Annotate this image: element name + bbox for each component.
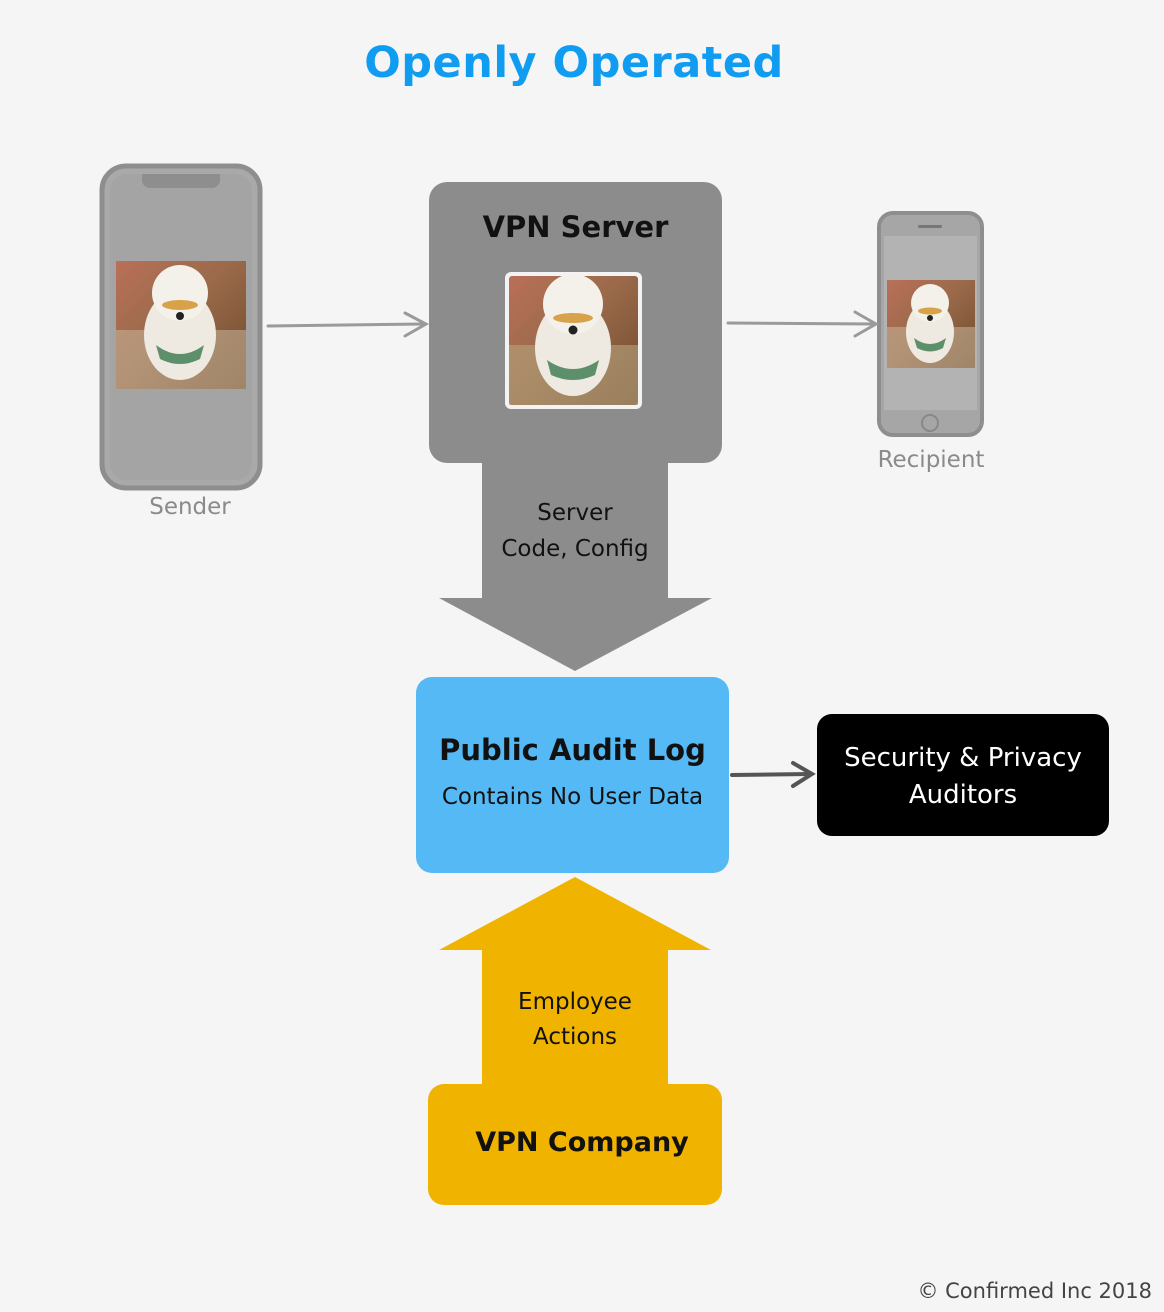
- audit-log-subtitle: Contains No User Data: [441, 784, 704, 810]
- employee-up-arrow: [439, 877, 711, 1090]
- arrow-server-to-recipient: [726, 310, 880, 338]
- auditors-line1: Security & Privacy: [844, 743, 1082, 773]
- sender-label: Sender: [149, 494, 231, 520]
- diagram-title: Openly Operated: [364, 38, 784, 88]
- server-arrow-line1: Server: [537, 500, 613, 526]
- sender-dog-photo: [116, 261, 246, 389]
- employee-arrow-label: Employee Actions: [482, 985, 668, 1055]
- arrow-sender-to-server: [266, 311, 430, 338]
- sender-phone-icon: [99, 163, 263, 491]
- audit-log-box: [416, 677, 729, 873]
- vpn-company-label: VPN Company: [475, 1127, 689, 1158]
- recipient-dog-photo: [887, 280, 975, 368]
- employee-arrow-line2: Actions: [532, 1024, 617, 1050]
- server-down-arrow: [439, 462, 712, 671]
- arrow-audit-to-auditors: [730, 761, 816, 788]
- server-arrow-label: Server Code, Config: [482, 495, 668, 567]
- vpn-server-label: VPN Server: [482, 210, 669, 244]
- employee-arrow-line1: Employee: [518, 989, 632, 1015]
- recipient-label: Recipient: [877, 447, 985, 473]
- audit-log-title: Public Audit Log: [439, 733, 706, 767]
- auditors-label: Security & Privacy Auditors: [817, 740, 1109, 814]
- auditors-line2: Auditors: [908, 780, 1018, 810]
- copyright: © Confirmed Inc 2018: [917, 1279, 1152, 1303]
- vpn-company-box: [428, 1084, 722, 1205]
- server-arrow-line2: Code, Config: [501, 536, 649, 562]
- server-dog-photo: [505, 272, 642, 409]
- recipient-phone-icon: [877, 211, 984, 437]
- auditors-box: [817, 714, 1109, 836]
